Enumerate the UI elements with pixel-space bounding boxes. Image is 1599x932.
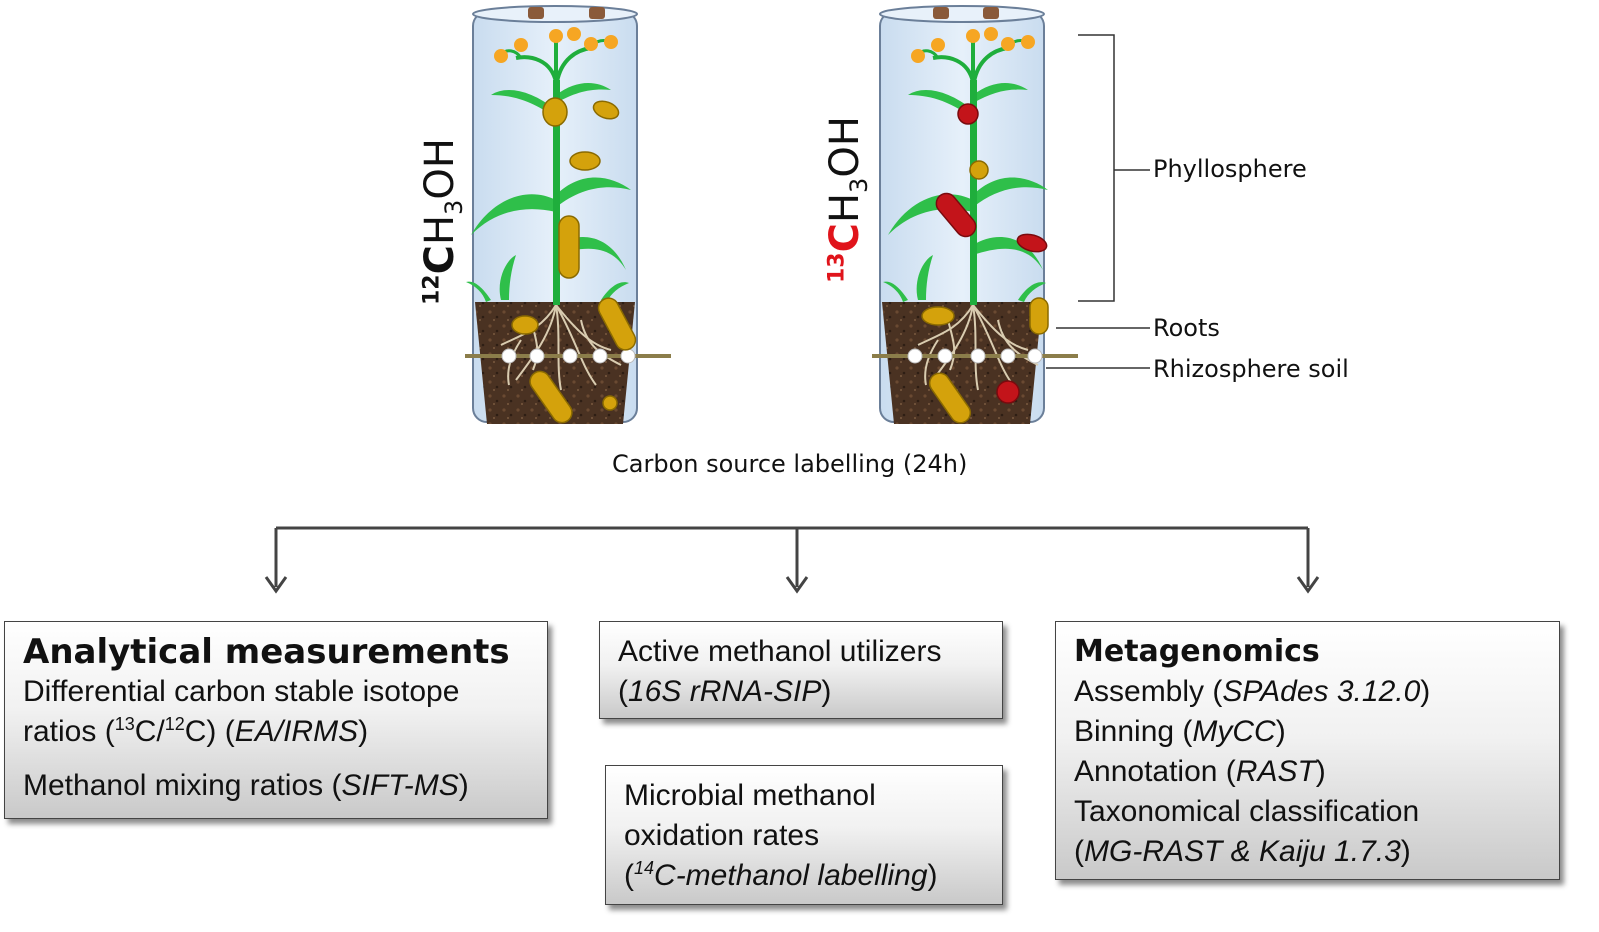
analytical-measurements-box: Analytical measurements Differential car… [4, 621, 548, 819]
right-jar-label: 13CH3OH [822, 116, 873, 283]
active-utilizers-box: Active methanol utilizers (16S rRNA-SIP) [599, 621, 1003, 719]
soil-pot-icon [475, 302, 635, 424]
right-jar [872, 5, 1078, 424]
analytical-line-2: ratios (13C/12C) (EA/IRMS) [23, 714, 369, 748]
sampling-port-icon [933, 7, 949, 19]
oxidation-rates-box: Microbial methanol oxidation rates (14C-… [605, 765, 1003, 905]
metagenomics-row-4: Taxonomical classification [1074, 795, 1420, 828]
flow-arrows [264, 526, 1320, 594]
analytical-line-1: Differential carbon stable isotope [23, 675, 460, 708]
metagenomics-row-3: Annotation (RAST) [1074, 755, 1326, 788]
bacteria-icon [921, 103, 1049, 424]
metagenomics-row-1: Assembly (SPAdes 3.12.0) [1074, 675, 1431, 708]
metagenomics-box: Metagenomics Assembly (SPAdes 3.12.0) Bi… [1055, 621, 1560, 880]
left-jar [464, 5, 671, 424]
metagenomics-title: Metagenomics [1074, 634, 1320, 669]
analytical-line-3: Methanol mixing ratios (SIFT-MS) [23, 769, 469, 802]
analytical-title: Analytical measurements [23, 632, 510, 672]
left-jar-label: 12CH3OH [417, 138, 468, 305]
sampling-port-icon [983, 7, 999, 19]
caption: Carbon source labelling (24h) [612, 450, 968, 478]
sampling-port-icon [589, 7, 605, 19]
metagenomics-row-5: (MG-RAST & Kaiju 1.7.3) [1074, 835, 1411, 868]
callout-lines [1046, 34, 1150, 369]
oxidation-line-1: Microbial methanol [624, 779, 876, 812]
rhizosphere-label: Rhizosphere soil [1153, 355, 1349, 383]
sampling-port-icon [528, 7, 544, 19]
phyllosphere-label: Phyllosphere [1153, 155, 1307, 183]
utilizers-line-2: (16S rRNA-SIP) [618, 675, 832, 708]
roots-label: Roots [1153, 314, 1220, 342]
oxidation-line-2: oxidation rates [624, 819, 820, 852]
bacteria-icon [511, 97, 637, 424]
metagenomics-row-2: Binning (MyCC) [1074, 715, 1286, 748]
oxidation-line-3: (14C-methanol labelling) [624, 858, 938, 892]
utilizers-line-1: Active methanol utilizers [618, 635, 942, 668]
